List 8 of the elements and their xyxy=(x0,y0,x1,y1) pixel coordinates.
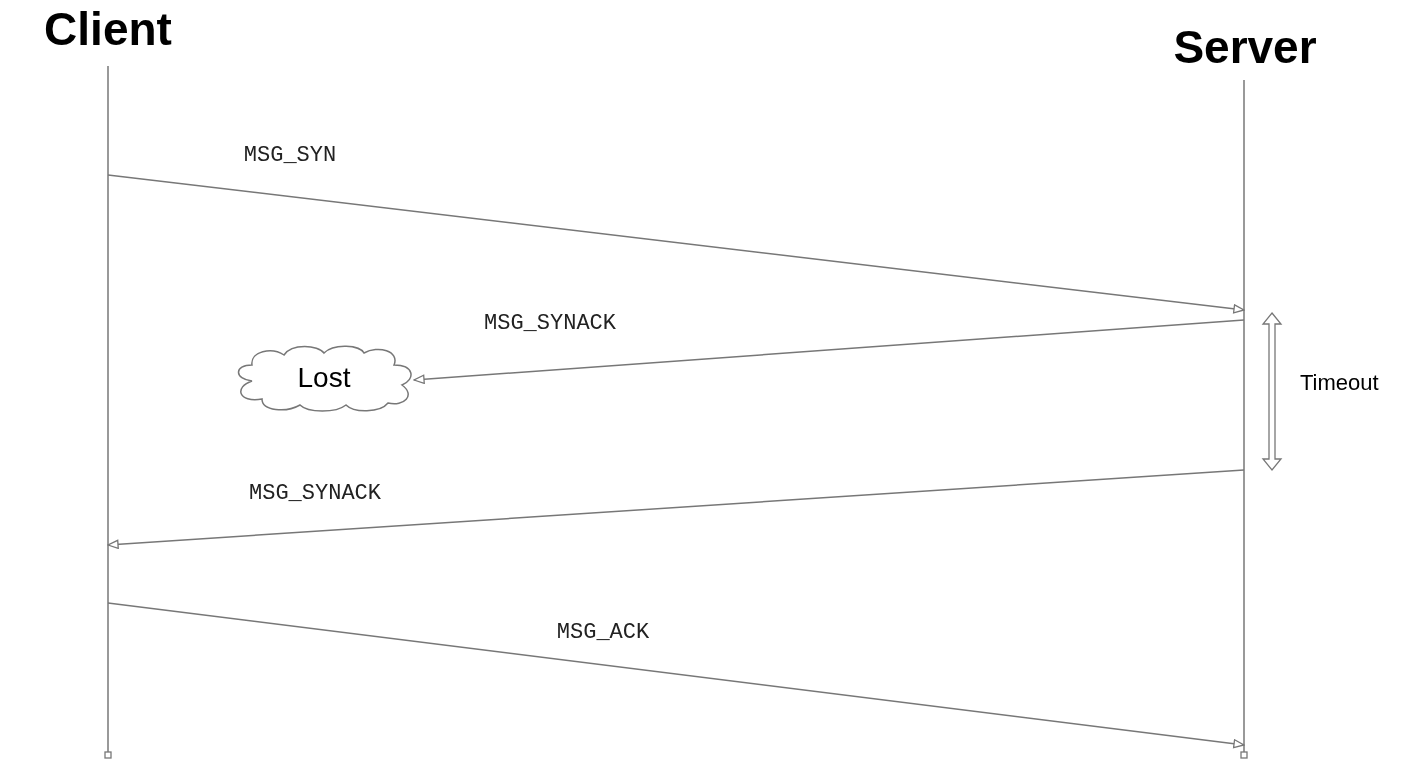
message-arrow xyxy=(413,319,1245,384)
participant-label: Server xyxy=(1172,20,1318,74)
cloud-label: Lost xyxy=(296,362,352,394)
message-arrow xyxy=(107,602,1245,749)
participant-label: Client xyxy=(43,2,173,56)
duration-label: Timeout xyxy=(1300,370,1379,396)
message-arrow xyxy=(107,174,1245,314)
message-arrow xyxy=(107,469,1245,549)
